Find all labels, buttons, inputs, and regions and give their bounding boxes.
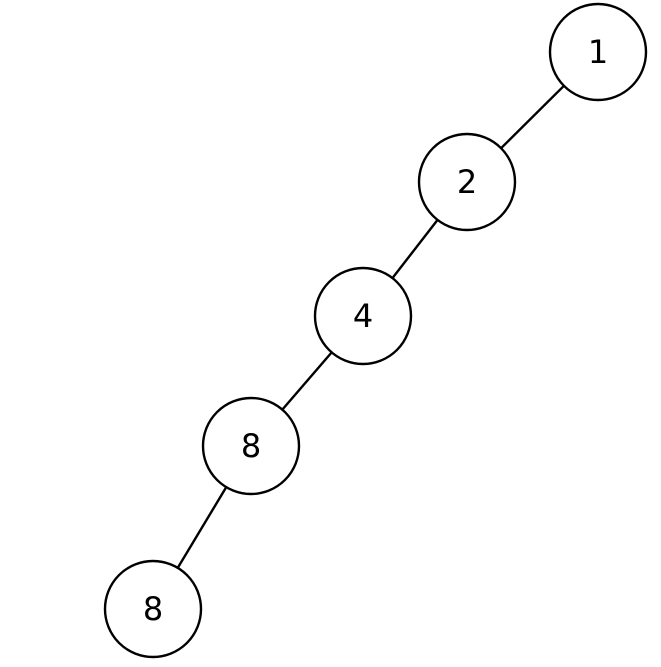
edge-n1-n2 bbox=[500, 84, 565, 150]
node-label: 1 bbox=[588, 33, 608, 71]
tree-node-n3: 4 bbox=[313, 266, 413, 366]
edges-layer bbox=[176, 84, 565, 569]
edge-n3-n4 bbox=[281, 351, 333, 411]
tree-node-n5: 8 bbox=[103, 559, 203, 659]
edge-n4-n5 bbox=[176, 486, 228, 569]
node-label: 8 bbox=[241, 427, 261, 465]
node-label: 8 bbox=[143, 590, 163, 628]
nodes-layer: 1 2 4 8 8 bbox=[103, 2, 648, 659]
node-circle bbox=[548, 2, 648, 102]
tree-node-n2: 2 bbox=[417, 132, 517, 232]
node-circle bbox=[313, 266, 413, 366]
node-label: 4 bbox=[353, 297, 373, 335]
node-circle bbox=[103, 559, 203, 659]
tree-node-n4: 8 bbox=[201, 396, 301, 496]
edge-n2-n3 bbox=[391, 219, 439, 279]
node-circle bbox=[201, 396, 301, 496]
tree-node-n1: 1 bbox=[548, 2, 648, 102]
node-label: 2 bbox=[457, 163, 477, 201]
node-circle bbox=[417, 132, 517, 232]
